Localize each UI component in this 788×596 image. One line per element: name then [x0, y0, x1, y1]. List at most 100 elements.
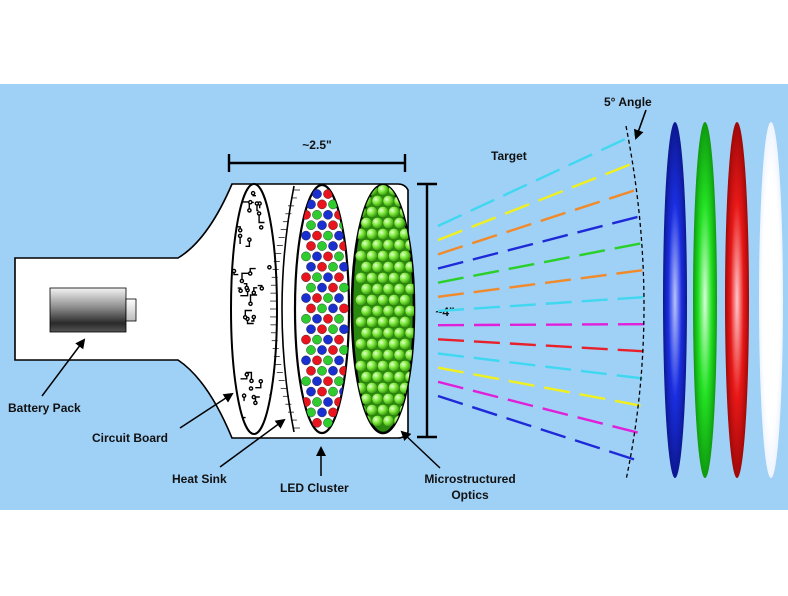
led-dot: [312, 377, 321, 386]
pcb-pad: [255, 202, 258, 205]
led-dot: [323, 231, 332, 240]
pcb-pad: [252, 291, 255, 294]
led-dot: [312, 397, 321, 406]
led-dot: [339, 283, 348, 292]
led-dot: [328, 325, 337, 334]
led-cluster-label: LED Cluster: [280, 481, 349, 495]
optic-lens: [383, 195, 394, 206]
optic-lens: [377, 360, 388, 371]
optic-lens: [388, 272, 399, 283]
heat-sink-label: Heat Sink: [172, 472, 227, 486]
optic-lens: [361, 217, 372, 228]
optic-lens: [388, 294, 399, 305]
led-dot: [312, 293, 321, 302]
optic-lens: [372, 415, 383, 426]
target-ellipse: [759, 122, 783, 478]
optic-lens: [355, 272, 366, 283]
led-dot: [317, 241, 326, 250]
optic-lens: [383, 415, 394, 426]
optic-lens: [361, 261, 372, 272]
led-dot: [323, 397, 332, 406]
optic-lens: [388, 404, 399, 415]
pcb-pad: [268, 266, 271, 269]
pcb-pad: [248, 209, 251, 212]
led-dot: [312, 418, 321, 427]
led-dot: [312, 314, 321, 323]
pcb-pad: [244, 316, 247, 319]
optic-lens: [366, 404, 377, 415]
led-dot: [306, 241, 315, 250]
led-dot: [317, 221, 326, 230]
led-dot: [306, 387, 315, 396]
led-dot: [334, 314, 343, 323]
led-dot: [306, 221, 315, 230]
optic-lens: [377, 382, 388, 393]
target-ellipse: [693, 122, 717, 478]
pcb-pad: [260, 226, 263, 229]
optic-lens: [361, 239, 372, 250]
led-dot: [328, 262, 337, 271]
optic-lens: [394, 349, 405, 360]
pcb-pad: [250, 379, 253, 382]
pcb-pad: [240, 279, 243, 282]
optic-lens: [377, 294, 388, 305]
optic-lens: [388, 382, 399, 393]
optic-lens: [388, 316, 399, 327]
led-dot: [323, 210, 332, 219]
optic-lens: [383, 393, 394, 404]
led-dot: [306, 304, 315, 313]
led-dot: [323, 377, 332, 386]
led-dot: [334, 293, 343, 302]
led-dot: [328, 345, 337, 354]
pcb-pad: [249, 201, 252, 204]
led-dot: [328, 221, 337, 230]
circuit-board-label: Circuit Board: [92, 431, 168, 445]
led-dot: [323, 252, 332, 261]
led-dot: [317, 304, 326, 313]
led-dot: [328, 241, 337, 250]
led-dot: [323, 314, 332, 323]
led-dot: [301, 356, 310, 365]
optic-lens: [366, 228, 377, 239]
optic-lens: [377, 404, 388, 415]
optic-lens: [377, 206, 388, 217]
led-dot: [312, 252, 321, 261]
led-dot: [317, 283, 326, 292]
optic-lens: [355, 250, 366, 261]
optic-lens: [366, 316, 377, 327]
led-dot: [301, 252, 310, 261]
pcb-pad: [245, 373, 248, 376]
pcb-pad: [254, 401, 257, 404]
led-dot: [312, 273, 321, 282]
led-dot: [328, 366, 337, 375]
led-dot: [306, 366, 315, 375]
optic-lens: [366, 206, 377, 217]
optic-lens: [399, 294, 410, 305]
led-dot: [339, 304, 348, 313]
optic-lens: [383, 217, 394, 228]
optic-lens: [399, 338, 410, 349]
optic-lens: [399, 316, 410, 327]
led-dot: [317, 262, 326, 271]
led-dot: [301, 273, 310, 282]
led-dot: [317, 345, 326, 354]
pcb-pad: [245, 286, 248, 289]
optic-lens: [388, 360, 399, 371]
optic-lens: [394, 239, 405, 250]
optic-lens: [394, 217, 405, 228]
optic-lens: [377, 228, 388, 239]
pcb-pad: [252, 315, 255, 318]
optics-label-line2: Optics: [451, 488, 489, 502]
pcb-pad: [232, 269, 235, 272]
led-dot: [301, 314, 310, 323]
pcb-pad: [248, 238, 251, 241]
optic-lens: [383, 371, 394, 382]
optic-lens: [355, 338, 366, 349]
optic-lens: [388, 228, 399, 239]
optic-lens: [388, 250, 399, 261]
optic-lens: [383, 305, 394, 316]
optic-lens: [372, 283, 383, 294]
led-dot: [317, 408, 326, 417]
optic-lens: [361, 349, 372, 360]
